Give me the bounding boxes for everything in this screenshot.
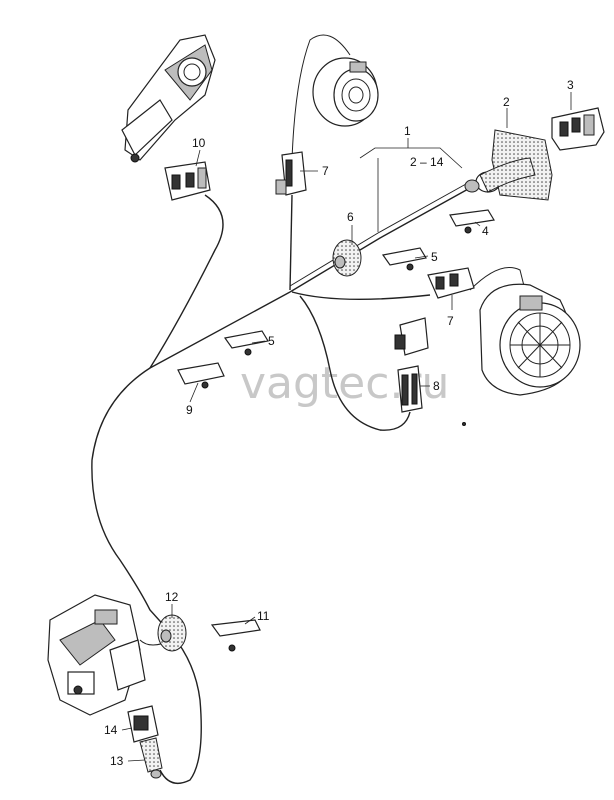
grommet-part bbox=[464, 129, 553, 201]
harness-wires bbox=[91, 34, 526, 784]
callout-5-lower: 5 bbox=[268, 334, 275, 348]
loose-connector bbox=[394, 317, 429, 356]
callout-8: 8 bbox=[433, 379, 440, 393]
callout-1: 1 bbox=[404, 124, 411, 138]
clip-5-lower bbox=[223, 330, 269, 356]
callout-5-upper: 5 bbox=[431, 250, 438, 264]
grommet-6 bbox=[332, 239, 362, 277]
callout-14: 14 bbox=[104, 723, 118, 737]
callout-7-upper: 7 bbox=[322, 164, 329, 178]
callout-1-range: 2 – 14 bbox=[410, 155, 444, 169]
connector-10 bbox=[164, 161, 211, 201]
clip-5-upper bbox=[381, 247, 427, 271]
connector-3 bbox=[551, 107, 605, 151]
callout-3: 3 bbox=[567, 78, 574, 92]
grommet-12 bbox=[157, 614, 187, 652]
clip-4 bbox=[449, 209, 495, 234]
callout-7-right: 7 bbox=[447, 314, 454, 328]
clip-9 bbox=[177, 362, 225, 389]
callout-9: 9 bbox=[186, 403, 193, 417]
speaker-top bbox=[312, 57, 379, 127]
callout-13: 13 bbox=[110, 754, 124, 768]
speaker-right bbox=[479, 283, 581, 396]
callout-6: 6 bbox=[347, 210, 354, 224]
door-lock bbox=[47, 594, 146, 716]
connector-8 bbox=[397, 365, 423, 413]
connector-14 bbox=[127, 705, 159, 743]
callout-4: 4 bbox=[482, 224, 489, 238]
callout-2: 2 bbox=[503, 95, 510, 109]
connector-7-right bbox=[427, 267, 475, 299]
callout-10: 10 bbox=[192, 136, 206, 150]
boot-13 bbox=[139, 737, 163, 779]
window-motor bbox=[121, 34, 216, 163]
connector-7-upper bbox=[275, 151, 307, 196]
stray-dot bbox=[462, 422, 466, 426]
callout-11: 11 bbox=[257, 609, 270, 623]
callout-labels: 1 2 – 14 2 3 4 5 5 6 7 7 8 9 10 11 12 13… bbox=[104, 78, 574, 768]
leader-lines bbox=[121, 92, 572, 762]
callout-12: 12 bbox=[165, 590, 179, 604]
clip-11 bbox=[210, 619, 261, 652]
